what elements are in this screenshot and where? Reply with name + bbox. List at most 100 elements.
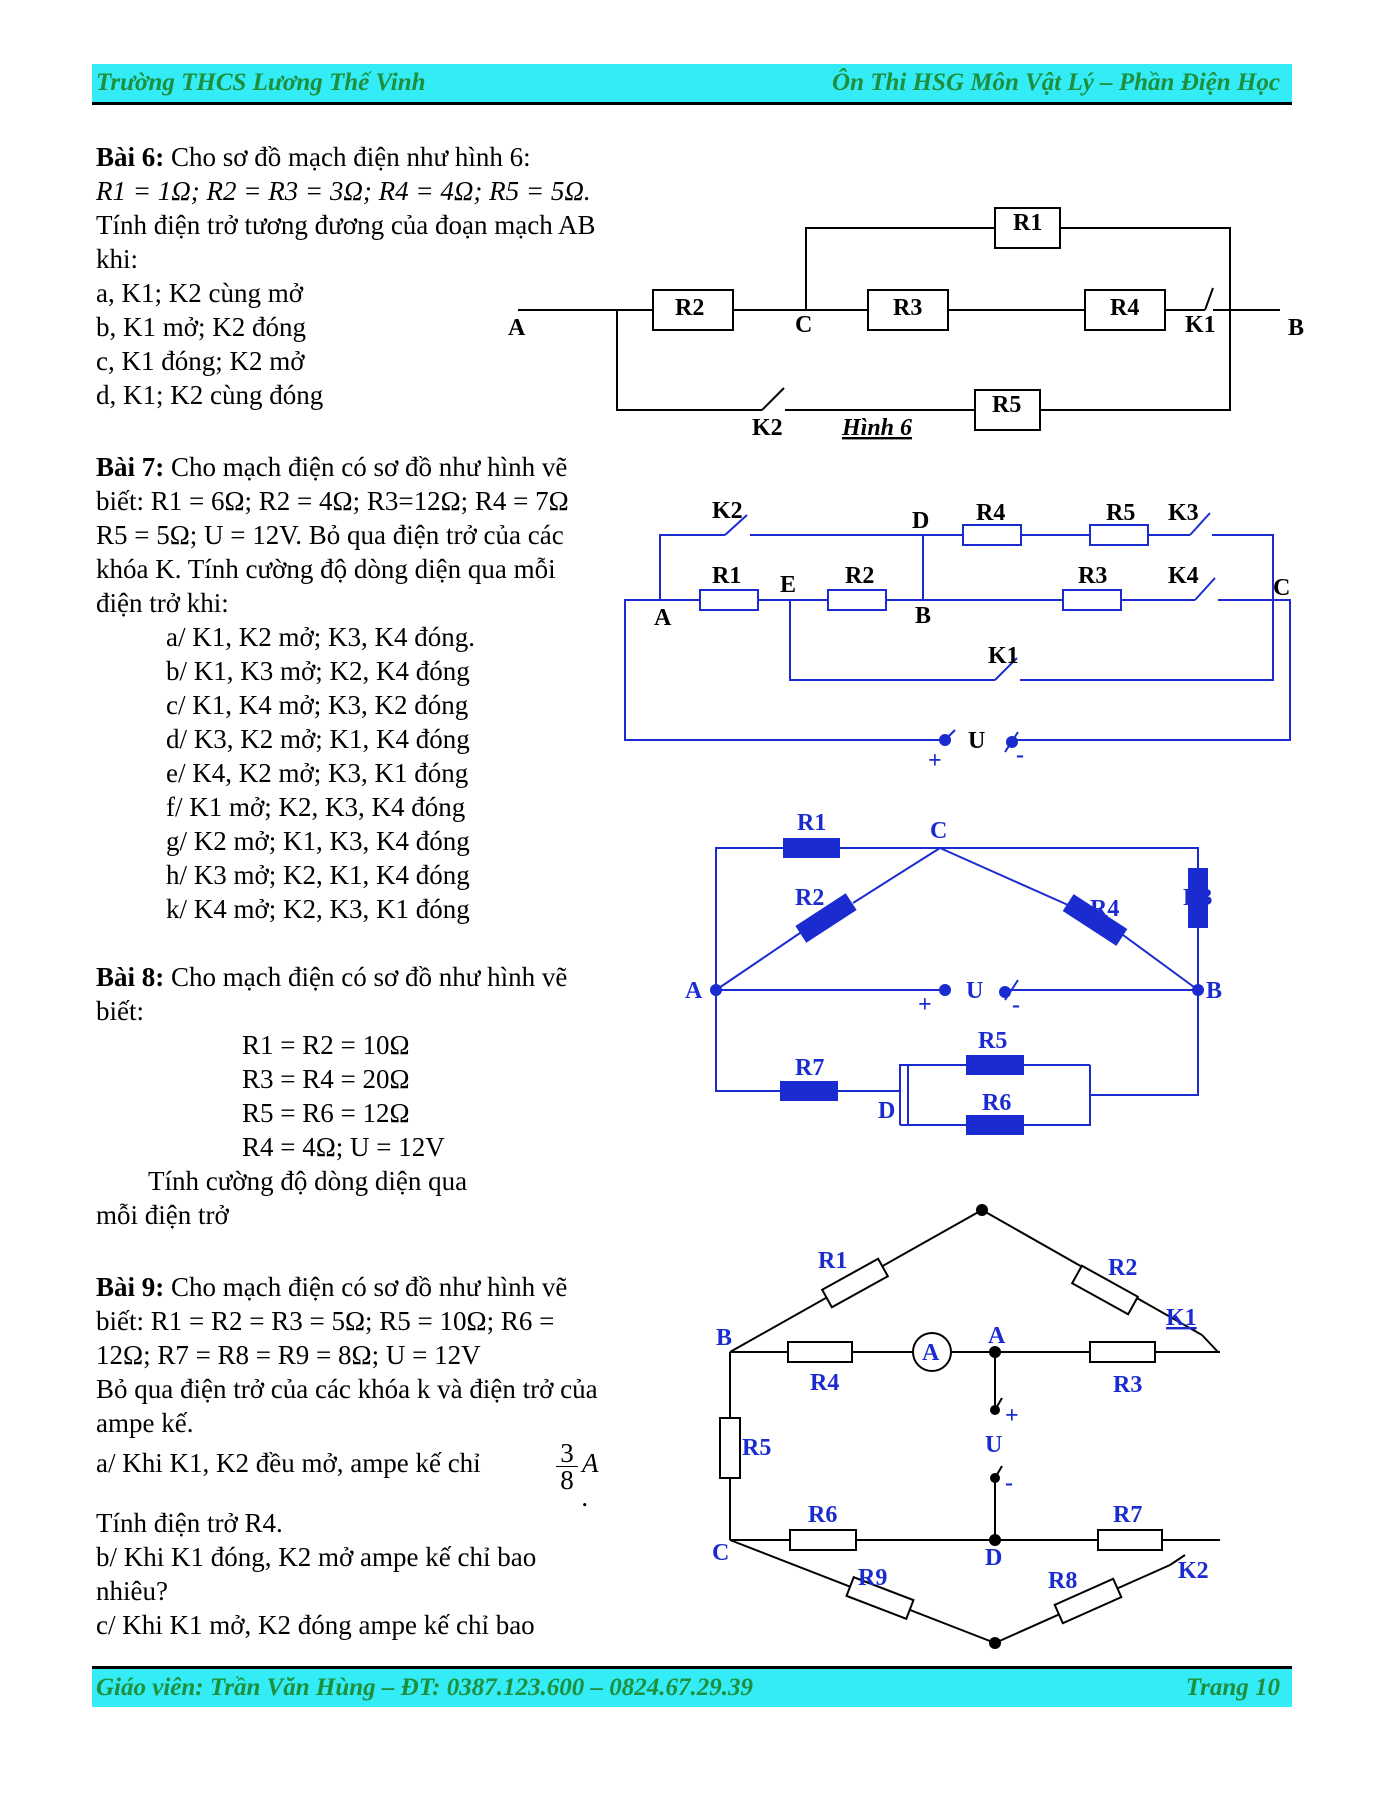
fig9-k1-switch: [1201, 1334, 1219, 1353]
fig6-labels: R1 R2 R3 R4 R5 A B C K1 K2 Hình 6: [508, 210, 1304, 441]
bai9-qb: b/ Khi K1 đóng, K2 mở ampe kế chỉ bao nh…: [96, 1542, 537, 1606]
fig9-label-u: U: [985, 1432, 1002, 1458]
fig8-label-a: A: [685, 978, 703, 1004]
fig7-label-r2: R2: [845, 563, 874, 589]
header-subject: Ôn Thi HSG Môn Vật Lý – Phần Điện Học: [832, 69, 1280, 96]
fig7-r5-resistor: [1089, 524, 1149, 546]
bai9-qc: c/ Khi K1 mở, K2 đóng ampe kế chỉ bao: [96, 1610, 535, 1640]
fig7-label-u: U: [968, 728, 985, 754]
fig9-u-minus-terminal: [990, 1473, 1000, 1483]
fig8-node-b: [1192, 984, 1204, 996]
fig8-resistors: [710, 838, 1208, 1135]
fig9-label-r9: R9: [858, 1565, 887, 1591]
fig9-label-r7: R7: [1113, 1502, 1142, 1528]
fig7-circuit: [624, 512, 1291, 753]
fig8-r4-resistor: [1062, 894, 1128, 946]
bai6-question: Tính điện trở tương đương của đoạn mạch …: [96, 210, 596, 274]
fig9-label-minus: -: [1005, 1470, 1013, 1496]
bai9-frac-num: 3: [556, 1440, 578, 1467]
bai8-value-1: R1 = R2 = 10Ω: [242, 1030, 410, 1060]
fig8-wire: [715, 990, 780, 1092]
fig8-r2-resistor: [795, 893, 857, 943]
bai8-title: Bài 8:: [96, 962, 165, 992]
header-school: Trường THCS Lương Thế Vinh: [96, 69, 426, 96]
fig7-label-plus: +: [928, 748, 942, 774]
fig8-labels: R1 C R3 R2 R4 A B U + - R7 R5 R6 D: [685, 810, 1222, 1124]
fig7-label-k3: K3: [1168, 500, 1199, 526]
fig9-labels: R1 R2 K1 B A A R4 R3 + U - R5 R6 R7 C D …: [712, 1248, 1209, 1594]
bai8-value-4: R4 = 4Ω; U = 12V: [242, 1132, 445, 1162]
fig6-label-r1: R1: [1013, 210, 1042, 236]
bai7-case-k: k/ K4 mở; K2, K3, K1 đóng: [166, 894, 470, 924]
fig9-r8-resistor: [1053, 1577, 1123, 1625]
fig7-r4-resistor: [962, 524, 1022, 546]
fig8-wire: [852, 847, 941, 904]
fig7-label-r5: R5: [1106, 500, 1135, 526]
fig7-label-k2: K2: [712, 498, 743, 524]
fig6-label-r3: R3: [893, 295, 922, 321]
fig9-label-r2: R2: [1108, 1255, 1137, 1281]
bai6-case-a: a, K1; K2 cùng mở: [96, 278, 303, 308]
fig8-r7-resistor: [780, 1081, 838, 1101]
fig8-label-r7: R7: [795, 1055, 824, 1081]
fig6-caption: Hình 6: [841, 415, 912, 441]
fig8-label-r4: R4: [1090, 896, 1119, 922]
fig8-wire: [715, 932, 801, 991]
bai6-intro: Cho sơ đồ mạch điện như hình 6:: [164, 142, 531, 172]
fig9-nodes: [976, 1204, 1001, 1649]
fig7-r1-resistor: [699, 589, 759, 611]
fig8-wire: [1024, 1065, 1091, 1126]
fig9-r6-resistor: [789, 1529, 857, 1551]
fig7-label-k1: K1: [988, 643, 1019, 669]
fig7-r3-resistor: [1062, 589, 1122, 611]
fig9-label-amp: A: [922, 1340, 940, 1366]
bai6-values: R1 = 1Ω; R2 = R3 = 3Ω; R4 = 4Ω; R5 = 5Ω.: [96, 176, 591, 206]
fig7-wire: [789, 600, 995, 681]
fig6-wire: [805, 227, 995, 310]
fig7-wire: [659, 534, 725, 600]
fig8-label-d: D: [878, 1098, 895, 1124]
fig8-wire: [840, 847, 1199, 868]
fig8-u-minus-terminal: [999, 986, 1011, 998]
fig8-label-r6: R6: [982, 1090, 1011, 1116]
fig7-k4-switch: [1194, 577, 1216, 601]
bai7-case-b: b/ K1, K3 mở; K2, K4 đóng: [166, 656, 470, 686]
bai8-intro: Cho mạch điện có sơ đồ như hình vẽ biết:: [96, 962, 568, 1026]
fig6-label-k2: K2: [752, 415, 783, 441]
fig9-r7-resistor: [1097, 1529, 1163, 1551]
fig6-r3-resistor: [867, 289, 949, 331]
bai9-line2: Bỏ qua điện trở của các khóa k và điện t…: [96, 1374, 598, 1438]
bai7-line2: R5 = 5Ω; U = 12V. Bỏ qua điện trở của cá…: [96, 520, 564, 618]
bai7-text: Bài 7: Cho mạch điện có sơ đồ như hình v…: [96, 450, 606, 926]
fig8-label-r1: R1: [797, 810, 826, 836]
footer-page: Trang 10: [1185, 1674, 1280, 1701]
fig7-label-r1: R1: [712, 563, 741, 589]
fig8-node-a: [710, 984, 722, 996]
bai7-case-f: f/ K1 mở; K2, K3, K4 đóng: [166, 792, 466, 822]
fig6-label-r2: R2: [675, 295, 704, 321]
bai9-fraction: 3 8: [556, 1440, 578, 1494]
fig7-label-e: E: [780, 572, 796, 598]
fig9-node-a: [989, 1346, 1001, 1358]
fig9-label-c: C: [712, 1540, 729, 1566]
bai8-text: Bài 8: Cho mạch điện có sơ đồ như hình v…: [96, 960, 606, 1232]
bai7-case-a: a/ K1, K2 mở; K3, K4 đóng.: [166, 622, 476, 652]
fig6-k1-switch: [1204, 287, 1214, 311]
fig9-ammeter: [912, 1332, 952, 1372]
fig7-r2-resistor: [827, 589, 887, 611]
fig8-label-minus: -: [1012, 992, 1020, 1018]
fig8-wire: [899, 1064, 966, 1125]
fig9-label-plus: +: [1005, 1403, 1019, 1429]
bai6-case-c: c, K1 đóng; K2 mở: [96, 346, 305, 376]
fig6-label-r4: R4: [1110, 295, 1139, 321]
fig8-r3-resistor: [1188, 868, 1208, 928]
fig9-label-r5: R5: [742, 1435, 771, 1461]
fig7-label-k4: K4: [1168, 563, 1199, 589]
fig8-label-r3: R3: [1183, 885, 1212, 911]
fig9-u-plus-terminal: [990, 1405, 1000, 1415]
fig7-wire: [1010, 599, 1291, 741]
fig8-wire: [1122, 934, 1199, 991]
fig8-label-c: C: [930, 818, 947, 844]
fig7-label-r4: R4: [976, 500, 1005, 526]
bai9-qa-post: A .: [582, 1448, 599, 1512]
